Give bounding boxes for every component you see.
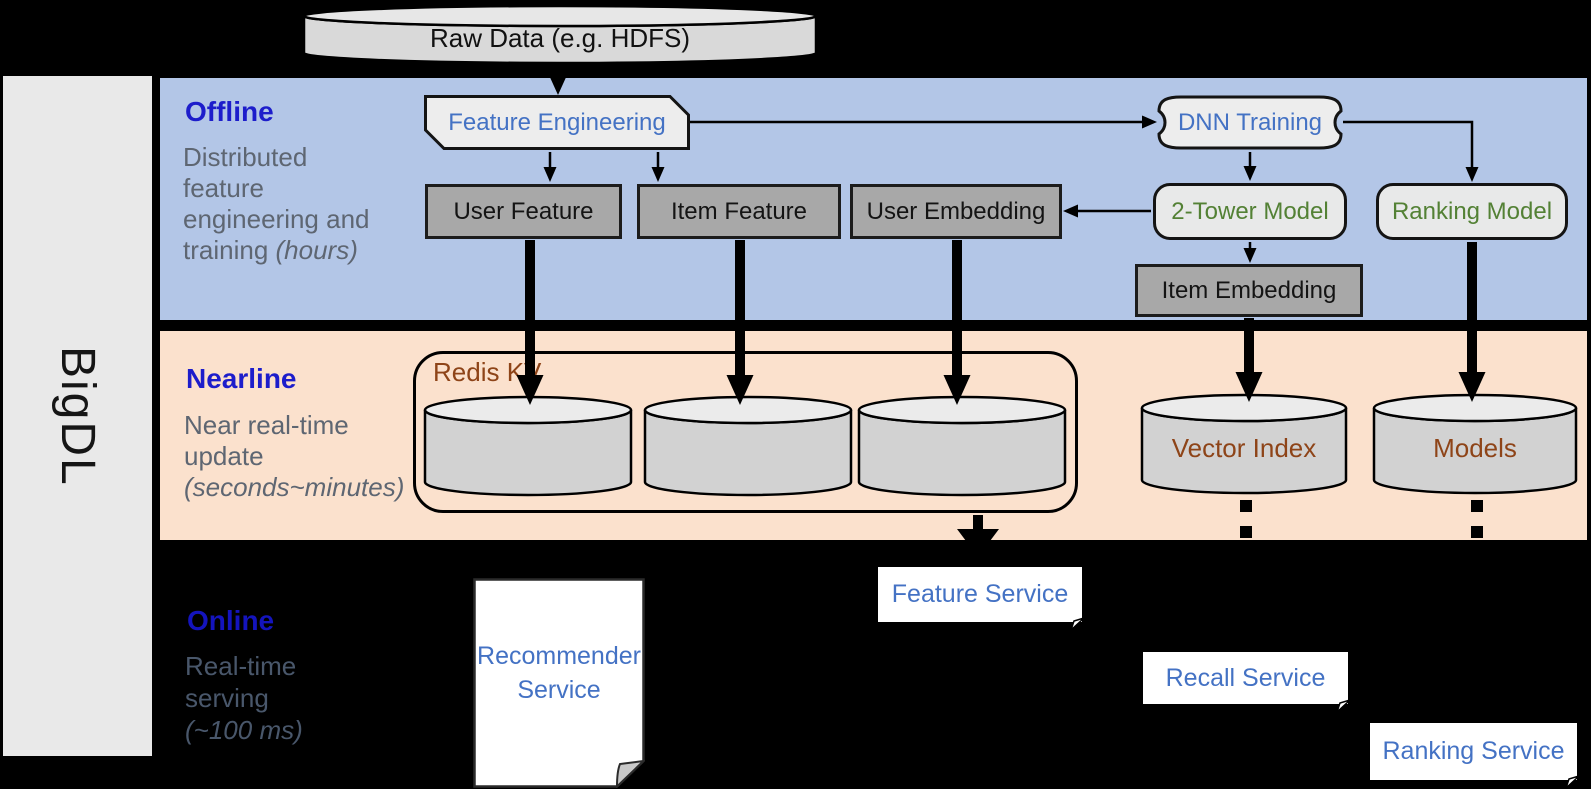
nearline-desc-line: (seconds~minutes)	[184, 472, 405, 502]
nearline-title: Nearline	[186, 363, 297, 394]
cylinder-shape	[643, 395, 853, 497]
offline-desc-line: feature	[183, 173, 264, 203]
redis-cylinder-1	[423, 394, 633, 498]
models-cylinder: Models	[1372, 392, 1578, 496]
item-feature-label: Item Feature	[670, 197, 808, 225]
two-tower-model-box: 2-Tower Model	[1153, 183, 1347, 240]
bigdl-label: BigDL	[51, 345, 104, 487]
ranking-model-box: Ranking Model	[1376, 183, 1568, 240]
user-embedding-box: User Embedding	[850, 184, 1062, 239]
redis-cylinder-3	[857, 394, 1067, 498]
feature-engineering-label: Feature Engineering	[448, 108, 666, 136]
two-tower-model-label: 2-Tower Model	[1171, 197, 1329, 225]
offline-desc-line: engineering and	[183, 204, 370, 234]
online-title: Online	[187, 605, 275, 636]
redis-kv-label: Redis KV	[433, 357, 542, 387]
online-desc-line: (~100 ms)	[185, 715, 303, 745]
offline-title: Offline	[185, 96, 274, 127]
ranking-service-box: Ranking Service	[1370, 723, 1580, 789]
dnn-training-box: DNN Training	[1157, 95, 1343, 150]
recall-service-label: Recall Service	[1165, 663, 1326, 692]
nearline-desc-line: update	[184, 441, 264, 471]
offline-desc-line: training (hours)	[183, 235, 358, 265]
ranking-service-label: Ranking Service	[1382, 737, 1565, 765]
dnn-training-label: DNN Training	[1177, 108, 1323, 136]
recall-service-box: Recall Service	[1143, 652, 1351, 713]
user-embedding-label: User Embedding	[866, 197, 1046, 225]
nearline-desc-line: Near real-time	[184, 410, 349, 440]
recommender-service-label: Recommender Service	[473, 578, 645, 788]
cylinder-shape	[423, 395, 633, 497]
folded-corner-icon	[1336, 699, 1351, 713]
online-desc-line: serving	[185, 683, 269, 713]
user-feature-label: User Feature	[453, 197, 594, 225]
snip-corner-shape	[424, 95, 690, 150]
document-shape	[473, 578, 645, 788]
recommender-service-document: Recommender Service	[473, 578, 645, 788]
vector-index-cylinder: Vector Index	[1140, 392, 1348, 496]
cylinder-shape	[1372, 393, 1578, 495]
recommender-service-line1: Recommender	[477, 642, 641, 670]
models-label: Models	[1433, 432, 1517, 463]
redis-kv-container	[413, 351, 1078, 513]
feature-service-label: Feature Service	[891, 580, 1069, 608]
plaque-shape	[1157, 95, 1343, 150]
item-feature-box: Item Feature	[637, 184, 841, 239]
feature-engineering-box: Feature Engineering	[424, 95, 690, 150]
online-description: Real-time serving (~100 ms)	[185, 650, 303, 746]
offline-description: Distributed feature engineering and trai…	[183, 142, 370, 266]
folded-corner-icon	[1565, 775, 1580, 789]
raw-data-cylinder: Raw Data (e.g. HDFS)	[302, 3, 818, 66]
offline-desc-line: Distributed	[183, 142, 308, 172]
cylinder-shape	[1140, 393, 1348, 495]
item-embedding-box: Item Embedding	[1135, 264, 1363, 317]
bigdl-sidebar: BigDL	[3, 76, 152, 756]
online-desc-line: Real-time	[185, 651, 297, 681]
folded-corner-icon	[1070, 617, 1085, 631]
vector-index-label: Vector Index	[1171, 432, 1317, 463]
ranking-model-label: Ranking Model	[1391, 197, 1553, 225]
item-embedding-label: Item Embedding	[1161, 276, 1337, 304]
redis-cylinder-2	[643, 394, 853, 498]
raw-data-label: Raw Data (e.g. HDFS)	[429, 23, 691, 53]
feature-service-box: Feature Service	[878, 567, 1085, 631]
user-feature-box: User Feature	[425, 184, 622, 239]
recommender-service-line2: Service	[517, 676, 601, 704]
cylinder-shape	[857, 395, 1067, 497]
nearline-description: Near real-time update (seconds~minutes)	[184, 410, 404, 503]
cylinder-shape	[302, 4, 818, 65]
